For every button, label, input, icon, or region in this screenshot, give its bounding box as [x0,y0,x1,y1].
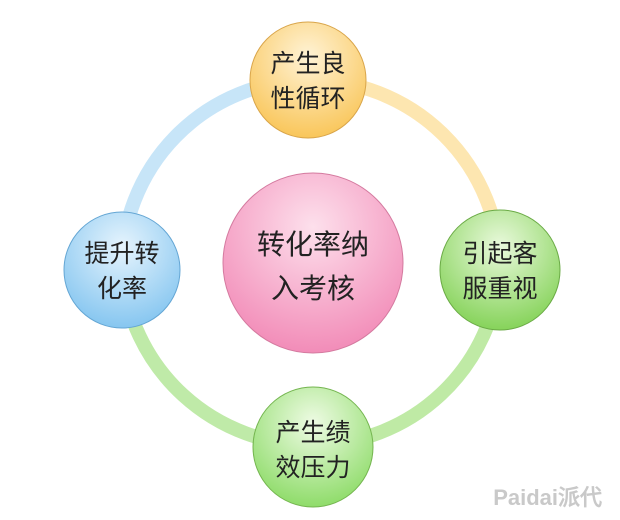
node-right-line2: 服重视 [462,274,537,303]
node-left-line1: 提升转 [84,239,159,268]
node-bottom-line2: 效压力 [275,453,350,482]
node-right-line1: 引起客 [462,239,537,268]
node-top-line2: 性循环 [270,84,345,113]
center-node: 转化率纳 入考核 [222,172,404,354]
center-line1: 转化率纳 [257,228,369,261]
watermark-logo: Paidai派代 [493,485,602,510]
node-top-line1: 产生良 [270,49,345,78]
node-left-line2: 化率 [97,274,147,303]
node-bottom-line1: 产生绩 [275,418,350,447]
node-bottom: 产生绩 效压力 [252,386,374,508]
center-line2: 入考核 [271,272,355,305]
node-right: 引起客 服重视 [439,209,561,331]
node-top: 产生良 性循环 [249,21,367,139]
node-left: 提升转 化率 [63,211,181,329]
